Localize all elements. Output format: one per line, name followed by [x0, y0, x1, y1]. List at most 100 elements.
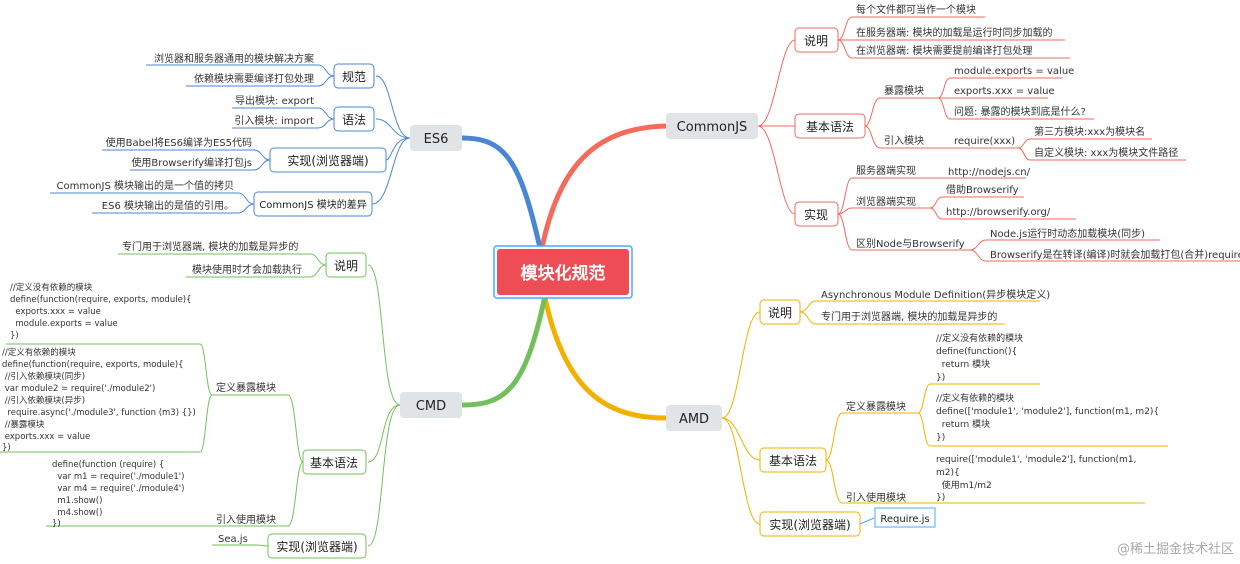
cmd-lines [0, 253, 401, 547]
main-branches [461, 123, 667, 421]
es6-syntax-label: 语法 [342, 113, 366, 127]
cmd-impl-label: 实现(浏览器端) [276, 539, 357, 554]
node-amd-label: AMD [679, 412, 709, 427]
es6-impl-box[interactable]: 实现(浏览器端) [269, 147, 387, 173]
amd-basic-label: 基本语法 [769, 454, 817, 468]
node-es6-label: ES6 [424, 132, 449, 147]
es6-impl-item: 使用Babel将ES6编译为ES5代码 [106, 136, 252, 149]
cjs-diff-item: Node.js运行时动态加载模块(同步) [990, 227, 1145, 240]
amd-code-line: return 模块 [936, 418, 990, 430]
cmd-basic-label: 基本语法 [310, 456, 358, 470]
cmd-basic-box[interactable]: 基本语法 [302, 449, 367, 475]
cjs-expose-label: 暴露模块 [884, 85, 924, 97]
cmd-code-line: require.async('./module3', function (m3)… [2, 408, 196, 418]
cjs-basic-label: 基本语法 [806, 120, 854, 134]
cmd-shuoming-item: 专门用于浏览器端, 模块的加载是异步的 [122, 240, 298, 253]
amd-requirejs-box[interactable]: Require.js [874, 507, 936, 528]
amd-code-line: }) [936, 433, 945, 443]
cjs-server-link: http://nodejs.cn/ [948, 167, 1031, 178]
cmd-impl-box[interactable]: 实现(浏览器端) [267, 533, 367, 559]
cjs-expose-item: exports.xxx = value [954, 86, 1055, 97]
amd-code-line: return 模块 [936, 358, 990, 370]
cmd-code-line: //暴露模块 [2, 419, 45, 430]
amd-code-line: define(function(){ [936, 347, 1017, 357]
es6-guifan-item: 依赖模块需要编译打包处理 [194, 72, 314, 85]
cmd-code-line: exports.xxx = value [2, 432, 90, 442]
cjs-diff-label: 区别Node与Browserify [856, 238, 965, 250]
cjs-browser-item: 借助Browserify [946, 183, 1019, 196]
node-cmd[interactable]: CMD [400, 392, 462, 418]
amd-basic-box[interactable]: 基本语法 [759, 447, 827, 473]
cmd-code-line: m4.show() [52, 508, 102, 518]
amd-shuoming-label: 说明 [768, 305, 792, 320]
cmd-code-line: var m4 = require('./module4') [52, 484, 184, 494]
es6-diff-label: CommonJS 模块的差异 [259, 198, 367, 211]
cmd-code-line: exports.xxx = value [10, 307, 101, 317]
es6-lines [50, 64, 411, 214]
cjs-expose-item: 问题: 暴露的模块到底是什么? [954, 105, 1086, 118]
node-cmd-label: CMD [416, 399, 446, 414]
es6-syntax-box[interactable]: 语法 [333, 106, 375, 132]
amd-code-line: //定义有依赖的模块 [936, 392, 1014, 404]
es6-diff-item: CommonJS 模块输出的是一个值的拷贝 [56, 179, 234, 192]
cmd-shuoming-box[interactable]: 说明 [325, 252, 367, 278]
node-commonjs[interactable]: CommonJS [666, 113, 758, 139]
cmd-code-line: //定义没有依赖的模块 [10, 282, 93, 293]
es6-syntax-item: 导出模块: export [235, 94, 314, 107]
cjs-shuoming-box[interactable]: 说明 [794, 27, 839, 53]
cmd-code-line: }) [2, 443, 11, 453]
cjs-impl-label: 实现 [804, 207, 828, 222]
cjs-import-label: 引入模块 [884, 135, 924, 147]
amd-shuoming-item: 专门用于浏览器端, 模块的加载是异步的 [821, 310, 997, 323]
cmd-code-line: define(function(require, exports, module… [10, 295, 192, 305]
es6-impl-item: 使用Browserify编译打包js [131, 156, 252, 169]
es6-impl-label: 实现(浏览器端) [287, 153, 368, 168]
node-es6[interactable]: ES6 [410, 125, 462, 151]
amd-code-line: }) [936, 493, 945, 503]
root-node[interactable]: 模块化规范 [493, 245, 633, 299]
es6-diff-box[interactable]: CommonJS 模块的差异 [253, 191, 373, 217]
cmd-code-line: //引入依赖模块(同步) [2, 371, 85, 382]
amd-code-line: require(['module1', 'module2'], function… [936, 455, 1136, 465]
cjs-shuoming-label: 说明 [804, 33, 828, 48]
cjs-basic-box[interactable]: 基本语法 [794, 113, 866, 139]
cmd-code-line: }) [10, 331, 19, 341]
cmd-expose-label: 定义暴露模块 [216, 381, 276, 394]
amd-import-label: 引入使用模块 [846, 491, 906, 504]
cjs-server-label: 服务器端实现 [856, 164, 916, 177]
es6-guifan-item: 浏览器和服务器通用的模块解决方案 [154, 52, 314, 65]
cjs-browser-label: 浏览器端实现 [856, 195, 916, 208]
cjs-shuoming-item: 每个文件都可当作一个模块 [856, 3, 976, 16]
cjs-shuoming-item: 在浏览器端: 模块需要提前编译打包处理 [856, 44, 1033, 57]
amd-code-line: m2){ [936, 468, 960, 478]
amd-shuoming-item: Asynchronous Module Definition(异步模块定义) [821, 288, 1050, 301]
amd-expose-label: 定义暴露模块 [846, 400, 906, 413]
watermark-text: @稀土掘金技术社区 [1117, 541, 1234, 557]
cmd-seajs-label: Sea.js [218, 534, 248, 545]
cmd-code-line: }) [52, 519, 61, 529]
cjs-require-label: require(xxx) [954, 136, 1015, 147]
cjs-impl-box[interactable]: 实现 [794, 201, 839, 227]
node-amd[interactable]: AMD [666, 405, 722, 431]
commonjs-lines [757, 16, 1240, 262]
cjs-browser-item: http://browserify.org/ [946, 207, 1051, 218]
amd-impl-label: 实现(浏览器端) [769, 517, 850, 532]
cmd-shuoming-item: 模块使用时才会加载执行 [192, 263, 302, 276]
amd-code-line: //定义没有依赖的模块 [936, 332, 1023, 344]
node-commonjs-label: CommonJS [677, 120, 748, 135]
amd-impl-box[interactable]: 实现(浏览器端) [759, 511, 861, 537]
amd-shuoming-box[interactable]: 说明 [759, 299, 801, 325]
es6-guifan-box[interactable]: 规范 [333, 63, 375, 89]
amd-code-line: }) [936, 373, 945, 383]
cmd-code-line: //定义有依赖的模块 [2, 347, 76, 358]
cjs-import-item: 第三方模块:xxx为模块名 [1034, 125, 1145, 138]
amd-requirejs-label: Require.js [880, 514, 929, 525]
cmd-shuoming-label: 说明 [334, 258, 358, 273]
es6-guifan-label: 规范 [342, 69, 366, 84]
amd-code-line: 使用m1/m2 [936, 479, 992, 491]
cjs-import-item: 自定义模块: xxx为模块文件路径 [1034, 146, 1178, 159]
cmd-code-line: m1.show() [52, 496, 102, 506]
cmd-code-line: define(function(require, exports, module… [2, 360, 184, 370]
cmd-code-line: //引入依赖模块(异步) [2, 395, 85, 406]
